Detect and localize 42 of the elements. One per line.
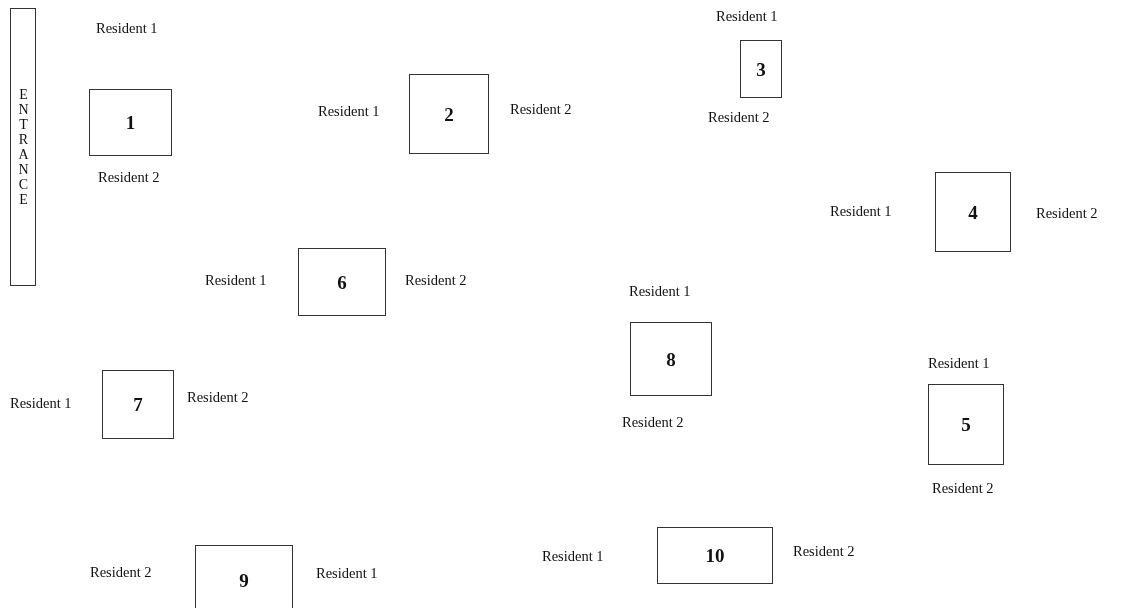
room-number: 5 (961, 415, 971, 434)
room-box (409, 74, 489, 154)
resident-label: Resident 2 (405, 273, 467, 289)
resident-label: Resident 2 (510, 102, 572, 118)
resident-label: Resident 1 (316, 566, 378, 582)
room-number: 7 (133, 395, 143, 414)
room-number: 8 (666, 349, 676, 369)
resident-label: Resident 2 (90, 565, 152, 581)
resident-label: Resident 1 (629, 284, 691, 300)
resident-label: Resident 2 (793, 544, 855, 560)
resident-label: Resident 1 (96, 21, 158, 37)
room-box (298, 248, 386, 316)
resident-label: Resident 1 (205, 273, 267, 289)
resident-label: Resident 2 (1036, 206, 1098, 222)
resident-label: Resident 2 (622, 415, 684, 431)
resident-label: Resident 1 (830, 204, 892, 220)
room-box (102, 370, 174, 439)
room-box (89, 89, 172, 156)
resident-label: Resident 1 (928, 356, 990, 372)
room-box (928, 384, 1004, 465)
room-number: 1 (125, 113, 136, 132)
room-box (740, 40, 782, 98)
room-box (195, 545, 293, 608)
resident-label: Resident 2 (708, 110, 770, 126)
resident-label: Resident 1 (318, 104, 380, 120)
room-number: 2 (444, 104, 454, 124)
resident-label: Resident 1 (542, 549, 604, 565)
room-number: 4 (968, 202, 978, 222)
room-number: 9 (239, 570, 249, 590)
entrance-bar (10, 8, 36, 286)
room-number: 10 (705, 546, 725, 565)
room-box (935, 172, 1011, 252)
room-box (630, 322, 712, 396)
entrance-label: ENTRANCE (16, 87, 30, 207)
resident-label: Resident 2 (98, 170, 160, 186)
resident-label: Resident 1 (716, 9, 778, 25)
room-box (657, 527, 773, 584)
resident-label: Resident 2 (932, 481, 994, 497)
room-number: 6 (337, 272, 347, 292)
room-number: 3 (756, 59, 766, 79)
resident-label: Resident 1 (10, 396, 72, 412)
resident-label: Resident 2 (187, 390, 249, 406)
